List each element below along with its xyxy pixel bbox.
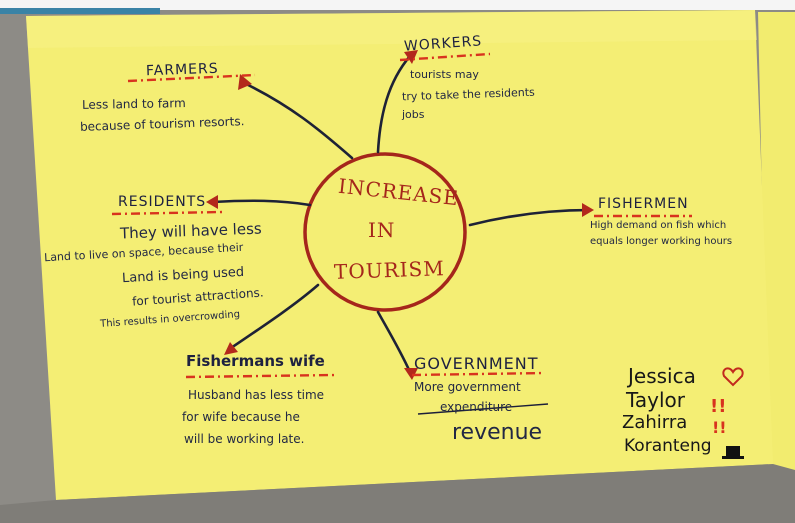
arrow-lines xyxy=(210,54,592,374)
workers-line-1: tourists may xyxy=(410,68,479,81)
top-blue-strip xyxy=(0,8,160,14)
wife-line-1: Husband has less time xyxy=(188,388,325,402)
heart-icon xyxy=(722,367,744,387)
government-line-2: expenditure xyxy=(440,400,513,414)
arrow-residents xyxy=(210,199,312,207)
hat-icon xyxy=(726,446,740,458)
arrowhead-farmers xyxy=(238,74,252,90)
wife-line-3: will be working late. xyxy=(184,432,305,446)
wife-title: Fishermans wife xyxy=(186,352,325,370)
arrow-workers xyxy=(376,54,412,154)
underline-farmers xyxy=(127,73,256,83)
paper-highlight xyxy=(26,10,757,48)
signature-zahirra: Zahirra xyxy=(622,412,688,433)
farmers-line-1: Less land to farm xyxy=(81,96,186,112)
arrow-heads xyxy=(206,50,594,380)
fishermen-title: FISHERMEN xyxy=(598,196,689,212)
center-line-2: IN xyxy=(368,218,396,242)
arrow-government xyxy=(376,310,412,374)
exclamation-icon: !! xyxy=(710,396,726,417)
arrow-farmers xyxy=(240,80,354,160)
workers-line-3: jobs xyxy=(402,108,425,121)
signature-taylor: Taylor xyxy=(626,388,686,412)
underline-wife xyxy=(185,373,337,379)
fishermen-line-2: equals longer working hours xyxy=(590,236,733,247)
arrow-fishermen xyxy=(468,208,592,227)
exclamation-icon-2: !! xyxy=(712,418,727,437)
arrowhead-fishermen xyxy=(582,203,594,217)
fishermen-line-1: High demand on fish which xyxy=(590,220,727,231)
signature-jessica: Jessica xyxy=(628,364,696,388)
center-circle xyxy=(303,152,467,312)
signature-koranteng: Koranteng xyxy=(624,436,712,456)
hat-brim-icon xyxy=(722,456,744,459)
top-strip xyxy=(0,0,795,10)
underline-government xyxy=(411,371,546,377)
underline-workers xyxy=(399,52,491,62)
arrowhead-workers xyxy=(404,50,418,64)
strike-expenditure xyxy=(417,403,549,415)
residents-title: RESIDENTS xyxy=(118,194,207,210)
arrowhead-residents xyxy=(206,195,218,209)
wife-line-2: for wife because he xyxy=(182,410,300,424)
arrowhead-wife xyxy=(224,342,238,355)
farmers-title: FARMERS xyxy=(145,60,219,80)
government-line-1: More government xyxy=(414,380,521,394)
government-line-3: revenue xyxy=(452,420,543,445)
arrow-wife xyxy=(226,283,320,352)
arrowhead-government xyxy=(404,368,418,380)
center-line-3: TOURISM xyxy=(333,256,446,284)
title-underlines xyxy=(111,52,692,379)
government-title: GOVERNMENT xyxy=(414,354,539,373)
floor-shadow xyxy=(0,464,795,523)
